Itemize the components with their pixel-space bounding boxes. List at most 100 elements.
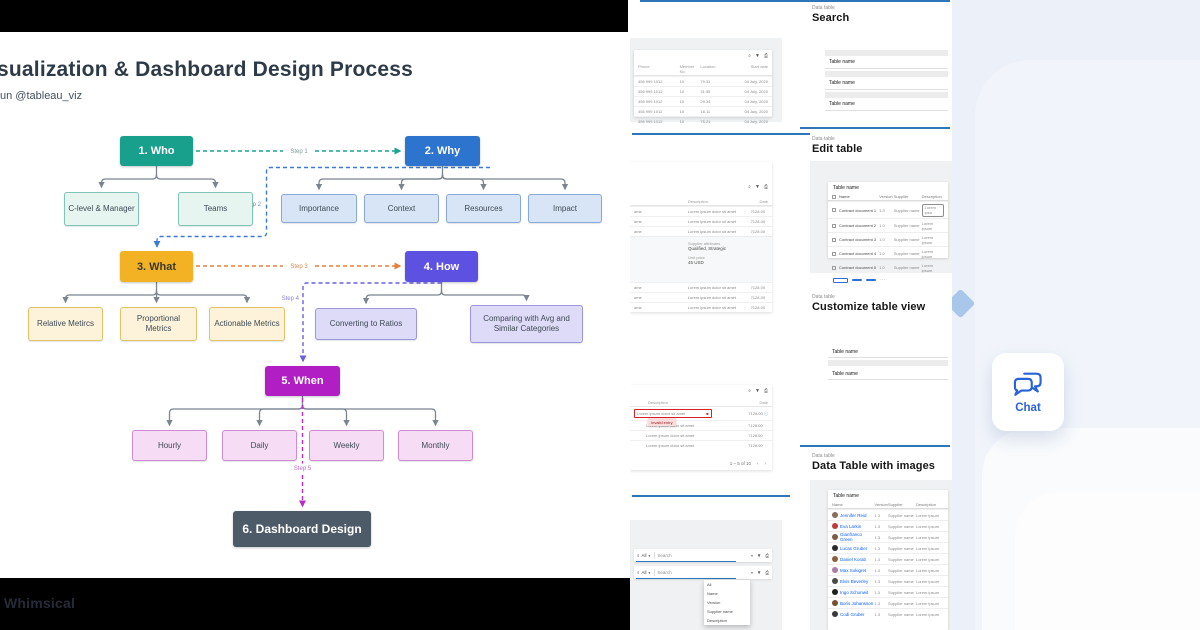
cell-supplier: Supplier name: [887, 600, 914, 606]
table-row[interactable]: Contract document 2 1.0 Supplier name Lo…: [828, 218, 948, 232]
node-daily: Daily: [222, 430, 297, 461]
print-icon[interactable]: ⎙: [763, 53, 768, 59]
table-row[interactable]: 456 999 1012 10 76.21 04 July, 2020: [634, 116, 772, 126]
filter-icon[interactable]: ▼: [755, 388, 760, 394]
table-row[interactable]: Codi Gruber 1.3 Supplier name Lorem ipsu…: [828, 608, 948, 619]
print-icon[interactable]: ⎙: [765, 570, 769, 575]
table-name-row[interactable]: Table name: [828, 346, 948, 358]
menu-item[interactable]: Name: [707, 591, 718, 596]
filter-icon[interactable]: ▼: [755, 53, 760, 59]
cell-name: Contract document 1: [839, 207, 877, 213]
table-row[interactable]: Contract document 1 1.3 Supplier name Lo…: [828, 201, 948, 218]
cell-name-link[interactable]: Jennifer Reid: [840, 512, 867, 518]
bottom-letterbox-bar: Whimsical: [0, 578, 630, 630]
table-row[interactable]: Gianfranco Green 1.3 Supplier name Lorem…: [828, 531, 948, 542]
table-row[interactable]: 456 999 1012 10 16.11 04 July, 2020: [634, 106, 772, 116]
focus-underline: [636, 578, 736, 579]
search-icon: ⌕: [637, 553, 640, 558]
table-row[interactable]: Elvis Beverley 1.3 Supplier name Lorem i…: [828, 575, 948, 586]
table-name-row[interactable]: Table name: [828, 368, 948, 380]
node-actionable-metrics: Actionable Metrics: [209, 307, 285, 341]
select-all-checkbox[interactable]: [832, 194, 836, 199]
row-checkbox[interactable]: [832, 223, 836, 228]
table-row[interactable]: Max Sokigret 1.3 Supplier name Lorem ips…: [828, 564, 948, 575]
print-icon[interactable]: ⎙: [765, 553, 769, 558]
row-checkbox[interactable]: [832, 208, 836, 212]
filter-icon[interactable]: ▼: [756, 570, 762, 575]
scope-select[interactable]: All: [641, 570, 647, 575]
table-row[interactable]: Ingo Schonwit 1.3 Supplier name Lorem ip…: [828, 586, 948, 597]
scope-select[interactable]: All: [641, 553, 647, 558]
cell-value: 7128.00: [750, 219, 766, 224]
text-action-link[interactable]: [866, 279, 876, 281]
accordion-stripe: [825, 92, 948, 98]
node-how: 4. How: [405, 251, 478, 282]
search-icon[interactable]: ⌕: [748, 388, 752, 394]
prev-page-icon[interactable]: ‹: [757, 461, 759, 466]
cell-supplier: Supplier name: [887, 567, 914, 573]
next-page-icon[interactable]: ›: [764, 461, 767, 466]
table-row[interactable]: Jennifer Reid 1.3 Supplier name Lorem ip…: [828, 509, 948, 520]
table-name-label: Table name: [833, 185, 859, 191]
accordion-row[interactable]: Table name: [825, 56, 948, 69]
row-checkbox[interactable]: [832, 251, 836, 256]
search-icon[interactable]: ⌕: [748, 184, 752, 190]
search-input[interactable]: Search: [657, 570, 672, 575]
phone-table-rows: 456 999 1012 10 79.31 04 July, 2020 456 …: [634, 76, 772, 126]
cell-description: Lorem ipsum: [915, 611, 940, 617]
filter-icon[interactable]: ▼: [755, 184, 760, 190]
cell-name-link[interactable]: Eva Larkin: [840, 523, 862, 529]
row-checkbox[interactable]: [832, 237, 836, 242]
menu-item[interactable]: Version: [707, 600, 721, 605]
divider: [654, 569, 656, 576]
cell-name-link[interactable]: Daniel Korab: [840, 556, 867, 562]
search-icon[interactable]: ⌕: [748, 53, 752, 59]
search-toolbar[interactable]: ⌕ All ▾ Search ▾ ▼ ⎙: [634, 549, 772, 562]
error-input[interactable]: Lorem ipsum dolor sit amet ■: [634, 409, 712, 418]
table-row[interactable]: Eva Larkin 1.3 Supplier name Lorem ipsum: [828, 520, 948, 531]
cell-name-link[interactable]: Lucas Gruber: [840, 545, 868, 551]
table-row[interactable]: 456 999 1012 10 31.55 04 July, 2020: [634, 86, 772, 96]
cell-name-link[interactable]: Gianfranco Green: [840, 532, 863, 542]
primary-action-button[interactable]: [833, 277, 848, 283]
menu-item[interactable]: All: [707, 582, 712, 587]
cell-name-link[interactable]: Boris Johansson: [840, 600, 874, 606]
accordion-row[interactable]: Table name: [825, 98, 948, 111]
print-icon[interactable]: ⎙: [763, 184, 768, 190]
search-toolbar-open[interactable]: ⌕ All ▾ Search ▾ ▼ ⎙: [634, 566, 772, 579]
chat-button[interactable]: Chat: [992, 353, 1064, 431]
node-c-level-manager: C-level & Manager: [64, 192, 139, 226]
text-action-link[interactable]: [852, 279, 862, 281]
col-version: Version: [874, 502, 888, 507]
menu-item[interactable]: Description: [707, 618, 728, 623]
table-row[interactable]: Lucas Gruber 1.3 Supplier name Lorem ips…: [828, 542, 948, 553]
cell-name-link[interactable]: Codi Gruber: [840, 611, 865, 617]
table-row[interactable]: Boris Johansson 1.3 Supplier name Lorem …: [828, 597, 948, 608]
print-icon[interactable]: ⎙: [763, 388, 768, 394]
cell-name-link[interactable]: Max Sokigret: [840, 567, 867, 573]
eyebrow-edit: Data table: [812, 136, 835, 142]
table-stripe: [828, 360, 948, 366]
accordion-row[interactable]: Table name: [825, 77, 948, 90]
table-row[interactable]: Contract document 3 1.0 Supplier name Lo…: [828, 232, 948, 246]
overflow-menu-icon[interactable]: ⋯: [880, 277, 885, 283]
filter-icon[interactable]: ▼: [756, 553, 762, 558]
table-row[interactable]: 456 999 1012 10 29.34 04 July, 2020: [634, 96, 772, 106]
table-row[interactable]: 456 999 1012 10 79.31 04 July, 2020: [634, 76, 772, 86]
chat-zone: Chat: [952, 0, 1200, 630]
images-table-card: Table name Name Version Supplier Descrip…: [828, 490, 948, 630]
node-hourly: Hourly: [132, 430, 207, 461]
search-input[interactable]: Search: [657, 553, 672, 558]
col-start-date: Start date: [750, 64, 768, 69]
table-row[interactable]: Contract document 4 1.0 Supplier name Lo…: [828, 246, 948, 260]
table-row[interactable]: Daniel Korab 1.3 Supplier name Lorem ips…: [828, 553, 948, 564]
cell-name: Contract document 4: [839, 251, 877, 256]
eyebrow-customize: Data table: [812, 294, 835, 300]
cell-name-link[interactable]: Ingo Schonwit: [840, 589, 869, 595]
table-row[interactable]: Contract document 5 1.0 Supplier name Lo…: [828, 260, 948, 274]
cell-name-link[interactable]: Elvis Beverley: [840, 578, 869, 584]
row-checkbox[interactable]: [832, 265, 836, 270]
menu-item[interactable]: Supplier name: [707, 609, 733, 614]
cell-description: Lorem ipsu: [921, 203, 945, 217]
info-icon: ⓘ: [764, 410, 768, 416]
